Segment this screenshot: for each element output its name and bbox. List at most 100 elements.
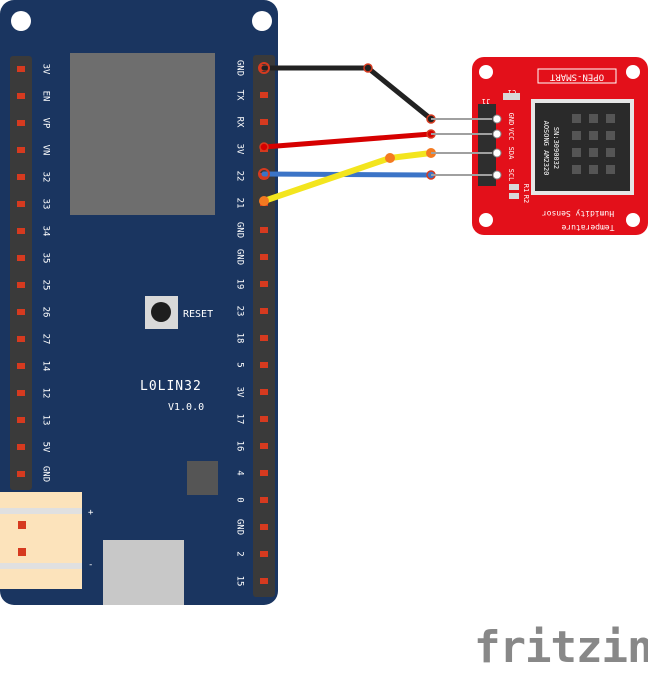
right-pin-2[interactable] <box>260 551 268 557</box>
sensor-pin-label-sda: SDA <box>507 147 515 160</box>
reset-button-cap[interactable] <box>151 302 171 322</box>
battery-minus-label: - <box>88 560 93 570</box>
left-pin-label: 12 <box>41 388 51 399</box>
right-pin-label: 16 <box>235 441 245 452</box>
left-pin-label: 26 <box>41 307 51 318</box>
sensor-hole-tl <box>479 65 493 79</box>
wire-3v-end-board[interactable] <box>259 142 269 152</box>
sensor-pin-sda[interactable] <box>492 148 502 158</box>
left-header-strip <box>10 56 32 490</box>
right-pin-label: GND <box>235 60 245 76</box>
left-pin-25[interactable] <box>17 282 25 288</box>
battery-connector-rail-bottom <box>0 563 82 569</box>
left-pin-label: 3V <box>41 64 51 75</box>
left-pin-label: 33 <box>41 199 51 210</box>
right-pin-label: 21 <box>235 198 245 209</box>
left-pin-label: 5V <box>41 442 51 453</box>
battery-plus-label: + <box>88 508 94 518</box>
right-pin-gnd[interactable] <box>260 227 268 233</box>
left-pin-27[interactable] <box>17 336 25 342</box>
fritzing-watermark: fritzing <box>474 622 648 673</box>
sensor-hole-tr <box>626 65 640 79</box>
label-j1: J1 <box>482 97 490 105</box>
left-pin-vp[interactable] <box>17 120 25 126</box>
sensor-chip-text-2: SN:3090032 <box>552 127 560 169</box>
left-pin-14[interactable] <box>17 363 25 369</box>
left-pin-gnd[interactable] <box>17 471 25 477</box>
battery-connector <box>0 492 82 589</box>
left-pin-12[interactable] <box>17 390 25 396</box>
label-r1: R1 <box>522 184 530 192</box>
sensor-pin-scl[interactable] <box>492 170 502 180</box>
right-pin-label: TX <box>235 90 245 101</box>
right-pin-rx[interactable] <box>260 119 268 125</box>
right-pin-label: 5 <box>235 362 245 367</box>
left-pin-label: 27 <box>41 334 51 345</box>
right-pin-gnd[interactable] <box>260 254 268 260</box>
left-pin-26[interactable] <box>17 309 25 315</box>
small-chip <box>187 461 218 495</box>
usb-connector <box>103 540 184 605</box>
vent-hole <box>572 165 581 174</box>
reset-label: RESET <box>183 309 213 320</box>
wire-gnd-end-board[interactable] <box>258 62 270 74</box>
right-pin-0[interactable] <box>260 497 268 503</box>
resistor-r1 <box>509 184 519 190</box>
right-pin-label: 18 <box>235 333 245 344</box>
left-pin-33[interactable] <box>17 201 25 207</box>
wire-sda-bend[interactable] <box>385 153 395 163</box>
wire-sda-end-board[interactable] <box>259 196 269 206</box>
right-pin-5[interactable] <box>260 362 268 368</box>
right-pin-15[interactable] <box>260 578 268 584</box>
left-pin-label: VP <box>41 118 51 129</box>
right-pin-19[interactable] <box>260 281 268 287</box>
right-pin-label: 3V <box>235 144 245 155</box>
left-pin-label: 35 <box>41 253 51 264</box>
left-pin-32[interactable] <box>17 174 25 180</box>
sensor-pin-label-scl: SCL <box>507 169 515 182</box>
sensor-pin-vcc[interactable] <box>492 129 502 139</box>
right-pin-23[interactable] <box>260 308 268 314</box>
battery-connector-rail-top <box>0 508 82 514</box>
left-pin-3v[interactable] <box>17 66 25 72</box>
wire-gnd-bend[interactable] <box>363 63 373 73</box>
left-pin-13[interactable] <box>17 417 25 423</box>
vent-hole <box>589 114 598 123</box>
vent-hole <box>589 131 598 140</box>
capacitor-c1 <box>503 93 520 100</box>
right-pin-4[interactable] <box>260 470 268 476</box>
right-pin-label: 4 <box>235 470 245 475</box>
left-pin-label: 14 <box>41 361 51 372</box>
vent-hole <box>589 148 598 157</box>
left-pin-vn[interactable] <box>17 147 25 153</box>
left-pin-35[interactable] <box>17 255 25 261</box>
right-pin-16[interactable] <box>260 443 268 449</box>
mounting-hole-top-left <box>11 11 31 31</box>
left-pin-34[interactable] <box>17 228 25 234</box>
left-pin-5v[interactable] <box>17 444 25 450</box>
sensor-title-line2: Humidity Sensor <box>542 209 614 218</box>
right-pin-18[interactable] <box>260 335 268 341</box>
wire-scl-end-board[interactable] <box>258 168 270 180</box>
right-pin-gnd[interactable] <box>260 524 268 530</box>
right-pin-label: GND <box>235 519 245 535</box>
board-version: V1.0.0 <box>168 402 204 413</box>
wire-gnd[interactable] <box>261 65 434 122</box>
right-pin-3v[interactable] <box>260 389 268 395</box>
vent-hole <box>589 165 598 174</box>
wire-3v[interactable] <box>261 131 434 150</box>
right-pin-tx[interactable] <box>260 92 268 98</box>
sensor-pin-label-vcc: VCC <box>507 128 515 141</box>
sensor-pin-gnd[interactable] <box>492 114 502 124</box>
left-pin-label: 34 <box>41 226 51 237</box>
left-pin-label: VN <box>41 145 51 156</box>
sensor-hole-bl <box>479 213 493 227</box>
right-pin-label: 17 <box>235 414 245 425</box>
right-pin-label: 19 <box>235 279 245 290</box>
left-pin-en[interactable] <box>17 93 25 99</box>
right-pin-17[interactable] <box>260 416 268 422</box>
